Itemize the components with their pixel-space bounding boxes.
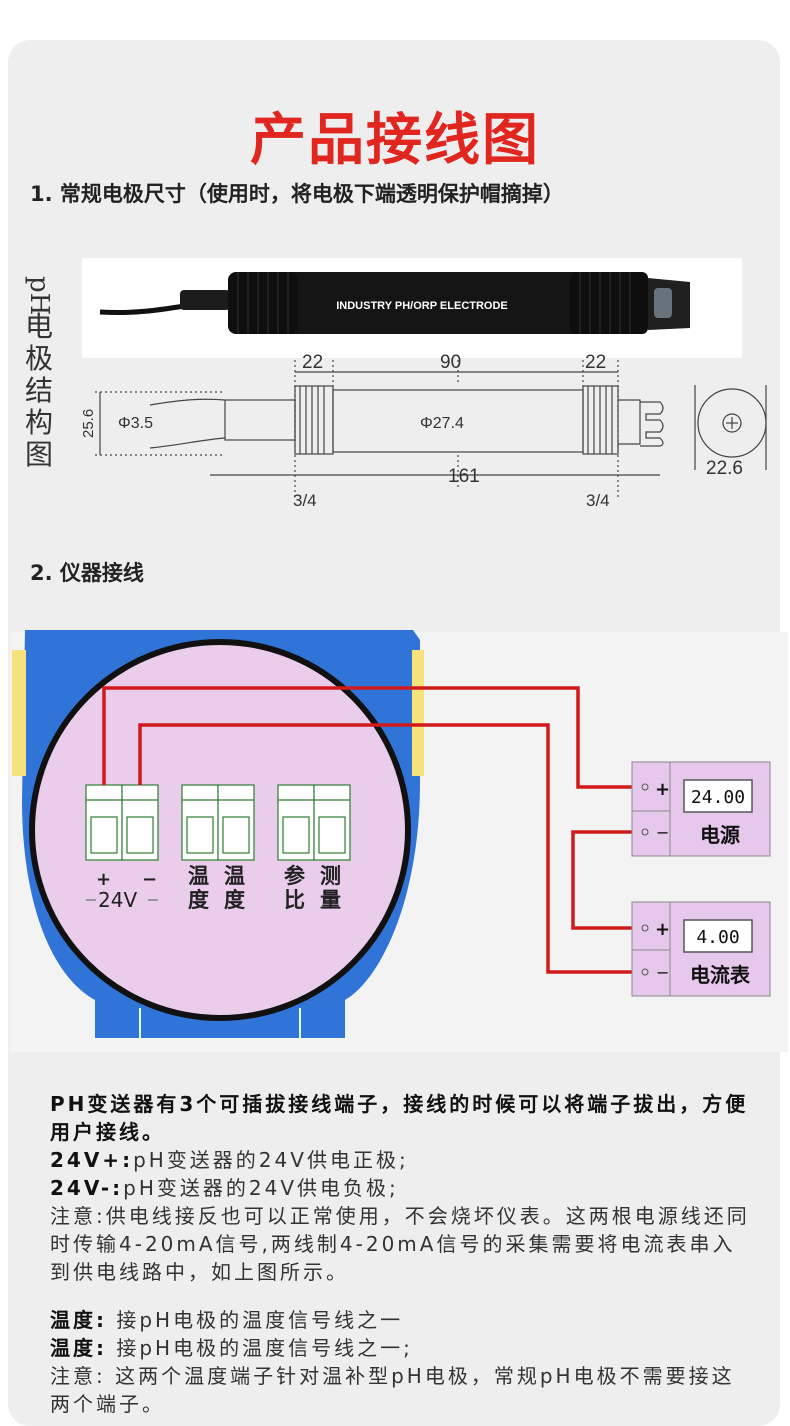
temp-key-2: 温度: — [50, 1336, 107, 1360]
minus-value: pH变送器的24V供电负极; — [123, 1176, 399, 1200]
vertical-label-char: 图 — [24, 438, 53, 471]
power-display: 24.00 — [691, 787, 745, 808]
dimension-drawing — [95, 360, 767, 498]
power-minus: − — [656, 823, 669, 842]
minus-note: 24V-:pH变送器的24V供电负极; — [50, 1174, 750, 1202]
temperature-terminal-notes: 温度: 接pH电极的温度信号线之一 温度: 接pH电极的温度信号线之一; 注意:… — [50, 1306, 750, 1418]
housing-side-tab-right — [412, 650, 424, 776]
dim-25-6: 25.6 — [80, 409, 97, 438]
vertical-label-char: 电 — [24, 310, 53, 343]
terminal-meas-a: 测 — [320, 864, 341, 888]
vertical-label-char: 结 — [24, 374, 53, 407]
temp-caution: 注意: 这两个温度端子针对温补型pH电极，常规pH电极不需要接这两个端子。 — [50, 1364, 735, 1416]
electrode-cable-boot — [180, 290, 230, 310]
page-title: 产品接线图 — [250, 108, 540, 173]
current-meter-box — [631, 901, 771, 997]
vertical-label-char: 极 — [24, 342, 53, 375]
vertical-label-char: 构 — [24, 406, 53, 439]
dim-90: 90 — [440, 352, 461, 373]
terminal-minus: − — [142, 869, 157, 890]
dim-22-right: 22 — [585, 352, 606, 373]
minus-key: 24V-: — [50, 1176, 124, 1200]
meter-minus: − — [656, 963, 669, 982]
dim-phi-27-4: Φ27.4 — [420, 415, 464, 432]
temp-value-1: 接pH电极的温度信号线之一 — [116, 1308, 404, 1332]
temp-note-1: 温度: 接pH电极的温度信号线之一 — [50, 1306, 750, 1334]
terminal-blocks — [85, 784, 351, 861]
terminal-ref-a: 参 — [284, 864, 305, 888]
terminal-temp2-a: 温 — [224, 864, 245, 888]
electrode-label: INDUSTRY PH/ORP ELECTRODE — [336, 300, 508, 312]
power-caution: 注意:供电线接反也可以正常使用，不会烧坏仪表。这两根电源线还同时传输4-20mA… — [50, 1204, 750, 1284]
temp-value-2: 接pH电极的温度信号线之一; — [116, 1336, 413, 1360]
meter-label: 电流表 — [690, 963, 751, 987]
dim-3-4-left: 3/4 — [293, 491, 317, 510]
dim-22-6: 22.6 — [706, 458, 743, 479]
temp-key-1: 温度: — [50, 1308, 107, 1332]
power-label: 电源 — [700, 823, 740, 847]
plus-value: pH变送器的24V供电正极; — [133, 1148, 409, 1172]
terminal-temp2-b: 度 — [224, 888, 245, 912]
section-heading-dimensions: 1. 常规电极尺寸（使用时，将电极下端透明保护帽摘掉） — [30, 182, 564, 206]
dim-3-4-right: 3/4 — [586, 491, 610, 510]
dim-161: 161 — [448, 466, 480, 487]
terminal-ref-b: 比 — [284, 888, 305, 912]
wires — [102, 686, 640, 974]
power-terminal-notes: PH变送器有3个可插拔接线端子，接线的时候可以将端子拔出，方便用户接线。 24V… — [50, 1090, 750, 1286]
terminal-24v: 24V — [98, 888, 137, 912]
terminal-meas-b: 量 — [320, 888, 341, 912]
dim-phi-3-5: Φ3.5 — [118, 415, 153, 432]
meter-display: 4.00 — [696, 927, 739, 948]
electrode-body — [228, 272, 648, 334]
power-supply-box — [631, 761, 771, 857]
meter-plus: + — [655, 919, 670, 940]
housing-side-tab-left — [12, 650, 26, 776]
terminal-plus: + — [96, 869, 111, 890]
section-heading-wiring: 2. 仪器接线 — [30, 561, 144, 585]
plus-key: 24V+: — [50, 1148, 134, 1172]
terminal-temp1-b: 度 — [188, 888, 209, 912]
intro-text: PH变送器有3个可插拔接线端子，接线的时候可以将端子拔出，方便用户接线。 — [50, 1092, 749, 1144]
terminal-temp1-a: 温 — [188, 864, 209, 888]
plus-note: 24V+:pH变送器的24V供电正极; — [50, 1146, 750, 1174]
dim-22-left: 22 — [302, 352, 323, 373]
power-plus: + — [655, 779, 670, 800]
vertical-label: pH 电 极 结 构 图 — [22, 275, 56, 471]
temp-note-2: 温度: 接pH电极的温度信号线之一; — [50, 1334, 750, 1362]
